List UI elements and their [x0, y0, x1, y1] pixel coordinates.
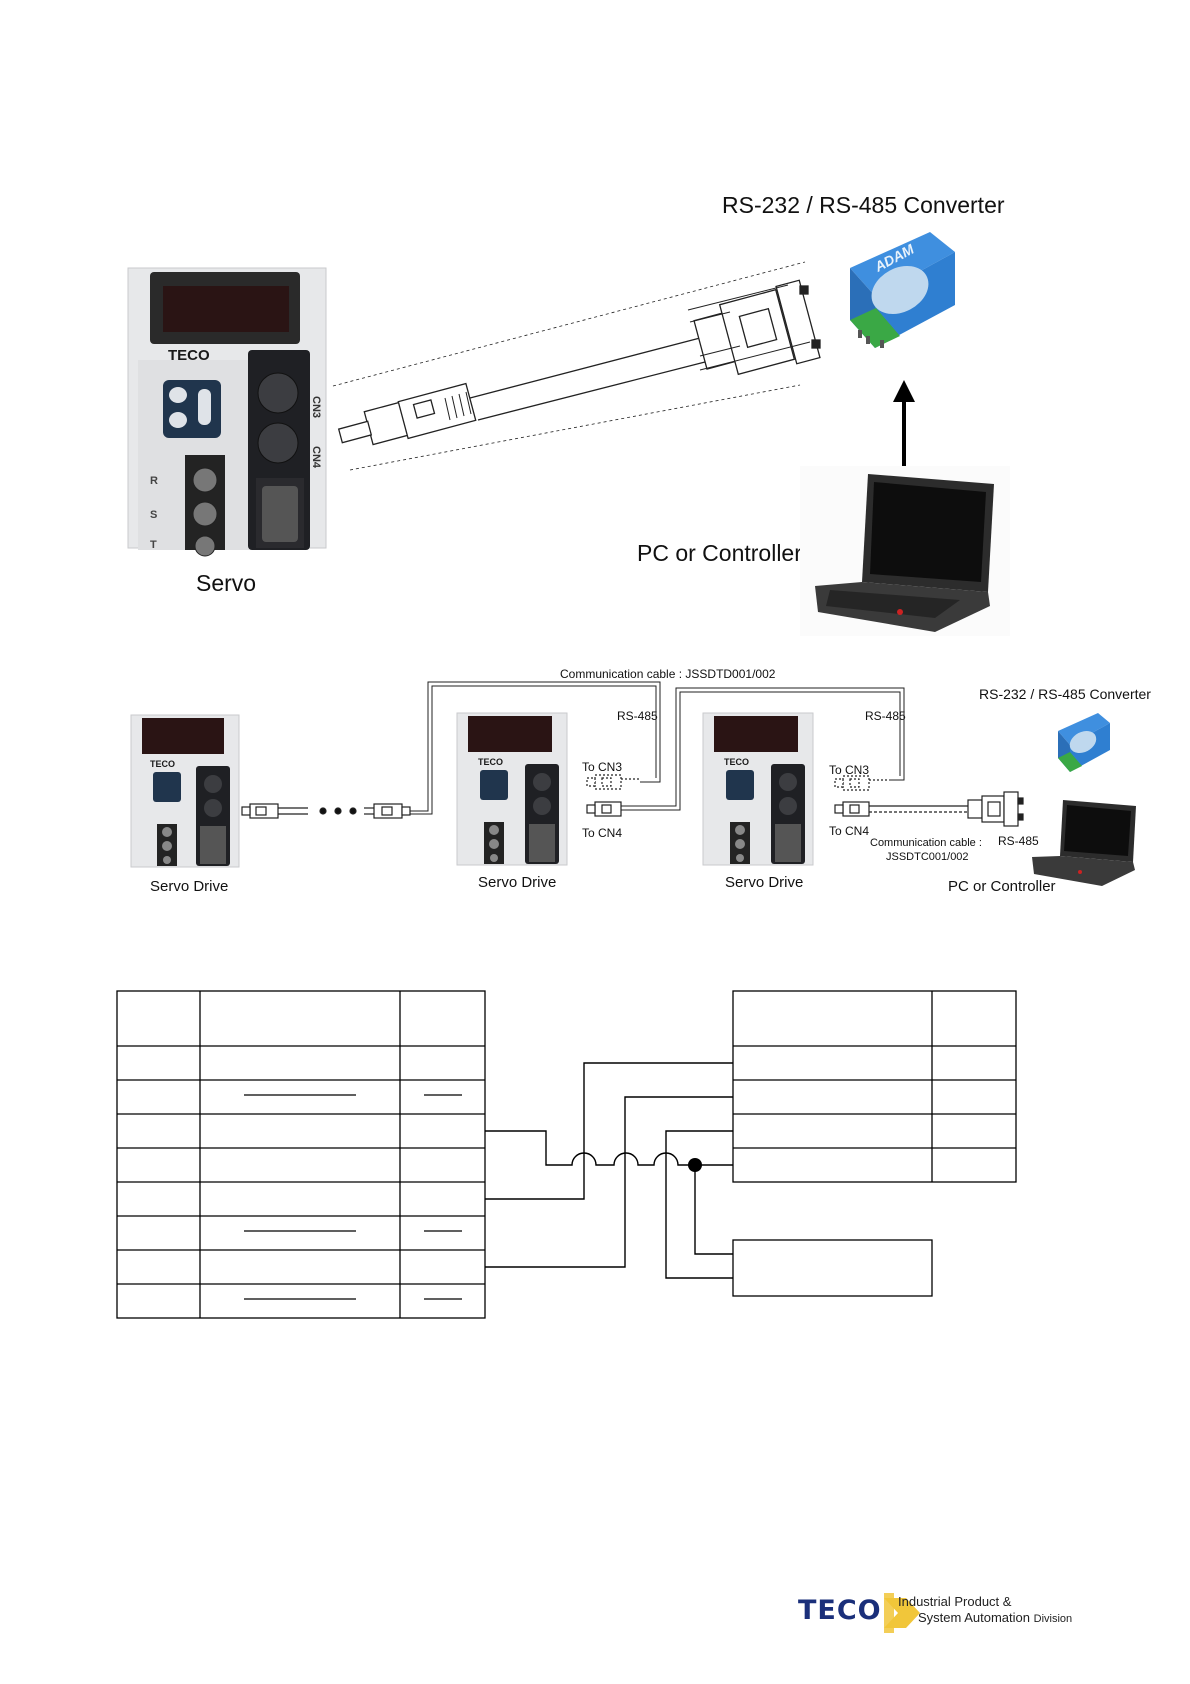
left-pin-table: [116, 990, 486, 1319]
cn3-label: CN3: [310, 396, 322, 418]
rs485-label-1: RS-485: [617, 709, 658, 723]
arrow-up: [893, 380, 915, 470]
middle-pc-label: PC or Controller: [948, 878, 1056, 895]
servo-teco-logo: TECO: [168, 347, 210, 364]
footer-division-line2b: Division: [1033, 1613, 1073, 1625]
adam-converter-middle: [1058, 713, 1110, 772]
cable-bottom-label-2: JSSDTC001/002: [886, 851, 969, 863]
cable-top-label: Communication cable : JSSDTD001/002: [560, 667, 776, 681]
to-cn4-label-2: To CN4: [829, 824, 870, 838]
servo-drive-label-3: Servo Drive: [725, 874, 804, 891]
servo-drive-2: [456, 712, 568, 866]
right-pin-table: [732, 990, 1017, 1183]
footer-teco-logo: TECO: [798, 1595, 882, 1626]
to-cn3-label-1: To CN3: [582, 760, 623, 774]
adam-converter-top: ADAM: [850, 232, 955, 348]
servo-drive-photo: [127, 267, 327, 557]
middle-cabling: [241, 681, 1024, 827]
footer-division-line2: System Automation Division: [918, 1610, 1072, 1627]
servo-drive-1: [130, 714, 240, 868]
footer-division-line1: Industrial Product &: [898, 1594, 1012, 1609]
wiring-lines: [485, 1062, 733, 1279]
terminal-r-label: R: [150, 475, 158, 487]
footer-division-line2a: System Automation: [918, 1610, 1030, 1625]
communication-cable-drawing: [332, 261, 821, 471]
terminal-t-label: T: [150, 539, 157, 551]
junction-dot: [688, 1158, 702, 1172]
terminal-s-label: S: [150, 509, 157, 521]
cable-bottom-label-1: Communication cable :: [870, 837, 982, 849]
to-cn3-label-2: To CN3: [829, 763, 870, 777]
laptop-middle: [1032, 800, 1136, 886]
servo-1-teco-logo: TECO: [150, 759, 175, 769]
servo-drive-3: [702, 712, 814, 866]
rs485-label-2: RS-485: [865, 709, 906, 723]
servo-label: Servo: [196, 570, 257, 596]
laptop-top: [800, 466, 1010, 636]
servo-drive-label-1: Servo Drive: [150, 878, 229, 895]
servo-drive-label-2: Servo Drive: [478, 874, 557, 891]
cn4-label: CN4: [310, 446, 322, 469]
pc-controller-label: PC or Controller: [637, 540, 802, 566]
middle-converter-label: RS-232 / RS-485 Converter: [979, 686, 1151, 702]
to-cn4-label-1: To CN4: [582, 826, 623, 840]
converter-label: RS-232 / RS-485 Converter: [722, 192, 1005, 218]
servo-2-teco-logo: TECO: [478, 757, 503, 767]
ground-box: [732, 1239, 933, 1297]
rs485-label-3: RS-485: [998, 834, 1039, 848]
servo-3-teco-logo: TECO: [724, 757, 749, 767]
